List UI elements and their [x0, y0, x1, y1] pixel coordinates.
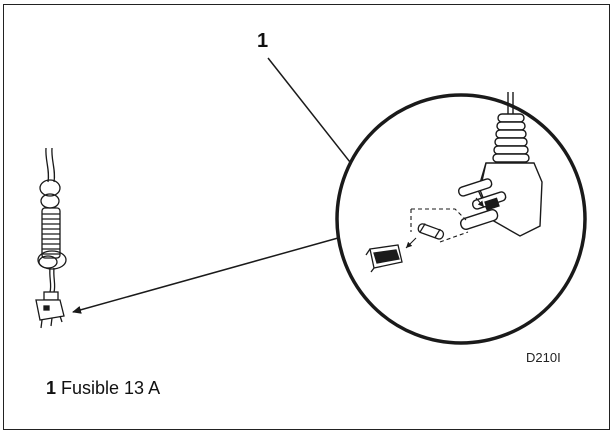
strain-relief: [492, 113, 530, 163]
zoom-arrow: [72, 237, 339, 314]
fuse-cover-icon: [365, 244, 403, 273]
fuse-insert-arrow: [475, 197, 485, 208]
callout-number: 1: [257, 30, 269, 52]
magnifier-circle: [335, 93, 587, 345]
cord-coil: [41, 207, 61, 259]
legend-number: 1: [46, 378, 57, 398]
cover-arrow: [405, 237, 417, 249]
coiled-power-cord: [37, 147, 67, 293]
small-plug-icon: [35, 291, 65, 329]
figure-code: D210I: [526, 350, 561, 365]
fuse-icon: [417, 223, 445, 240]
figure-frame: [3, 4, 610, 430]
legend-text: Fusible 13 A: [61, 378, 161, 398]
fuse-guide-lines: [410, 208, 469, 243]
